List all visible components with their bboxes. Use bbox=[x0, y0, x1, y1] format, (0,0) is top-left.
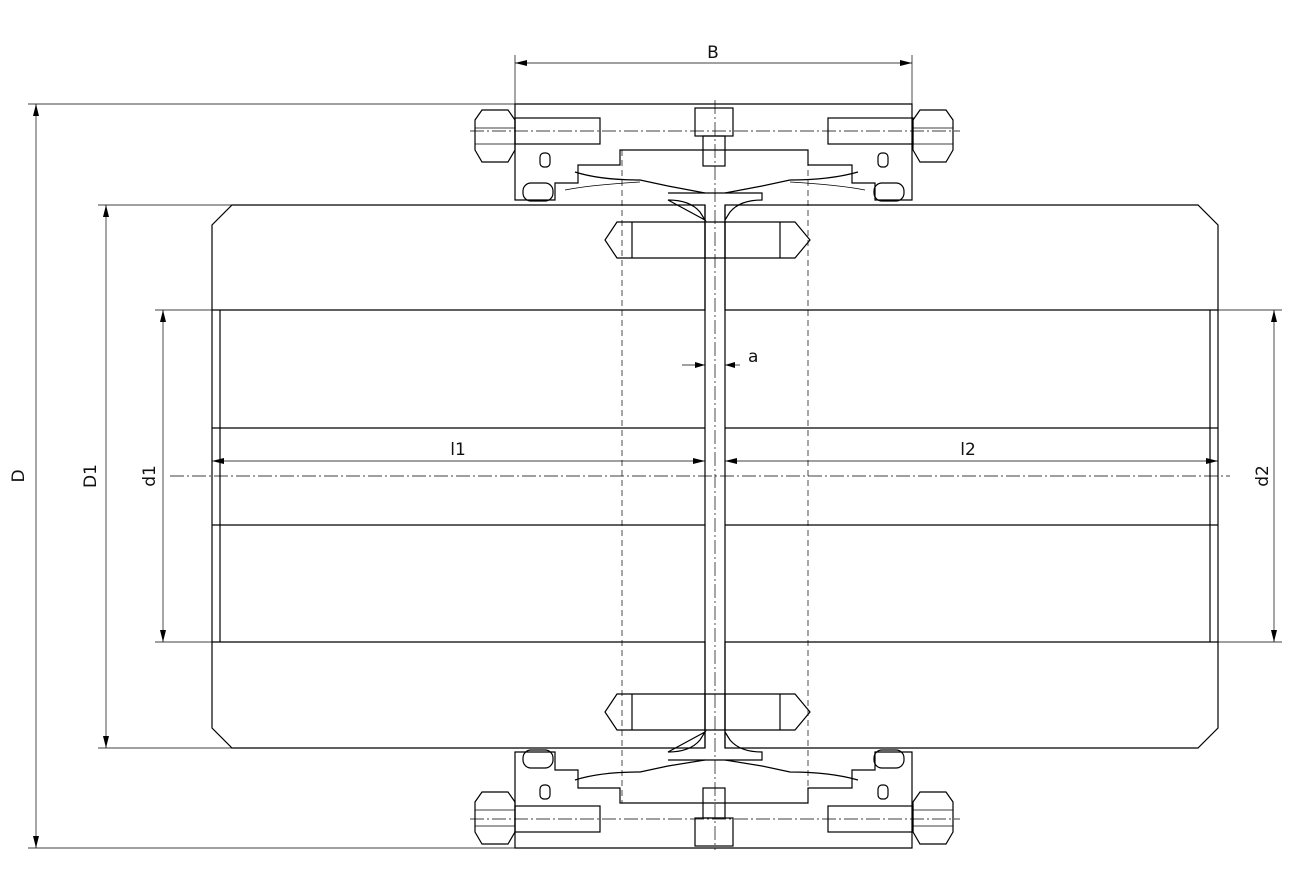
shaft-bores bbox=[211, 310, 1219, 642]
dim-label-d1: d1 bbox=[140, 465, 160, 487]
dimension-l2: l2 bbox=[725, 440, 1218, 464]
dim-label-d2: d2 bbox=[1253, 465, 1273, 487]
outer-sleeve-bottom bbox=[514, 749, 914, 849]
hex-nut-top-left bbox=[474, 109, 516, 163]
dimension-d1: d1 bbox=[140, 309, 212, 643]
dimension-d2: d2 bbox=[1218, 309, 1282, 643]
hex-nut-bottom-right bbox=[912, 791, 954, 845]
dim-label-l1: l1 bbox=[450, 440, 466, 460]
pins-top bbox=[604, 221, 811, 259]
dimension-D1: D1 bbox=[81, 204, 232, 749]
hex-nut-bottom-left bbox=[474, 791, 516, 845]
dim-label-D: D bbox=[9, 469, 29, 482]
dim-label-a: a bbox=[748, 347, 758, 367]
outer-sleeve-top bbox=[514, 103, 914, 202]
dim-label-D1: D1 bbox=[81, 464, 101, 488]
center-spacer-disc bbox=[667, 192, 763, 761]
right-hub bbox=[724, 204, 1219, 749]
dim-label-B: B bbox=[707, 43, 719, 63]
left-hub bbox=[211, 204, 706, 749]
pins-bottom bbox=[604, 693, 811, 731]
dimension-B: B bbox=[514, 43, 913, 104]
dimension-a: a bbox=[682, 347, 758, 368]
center-lines bbox=[170, 100, 1230, 850]
hex-nut-top-right bbox=[912, 109, 954, 163]
dim-label-l2: l2 bbox=[960, 440, 976, 460]
dimension-D: D bbox=[9, 103, 515, 849]
dimension-l1: l1 bbox=[212, 440, 705, 464]
